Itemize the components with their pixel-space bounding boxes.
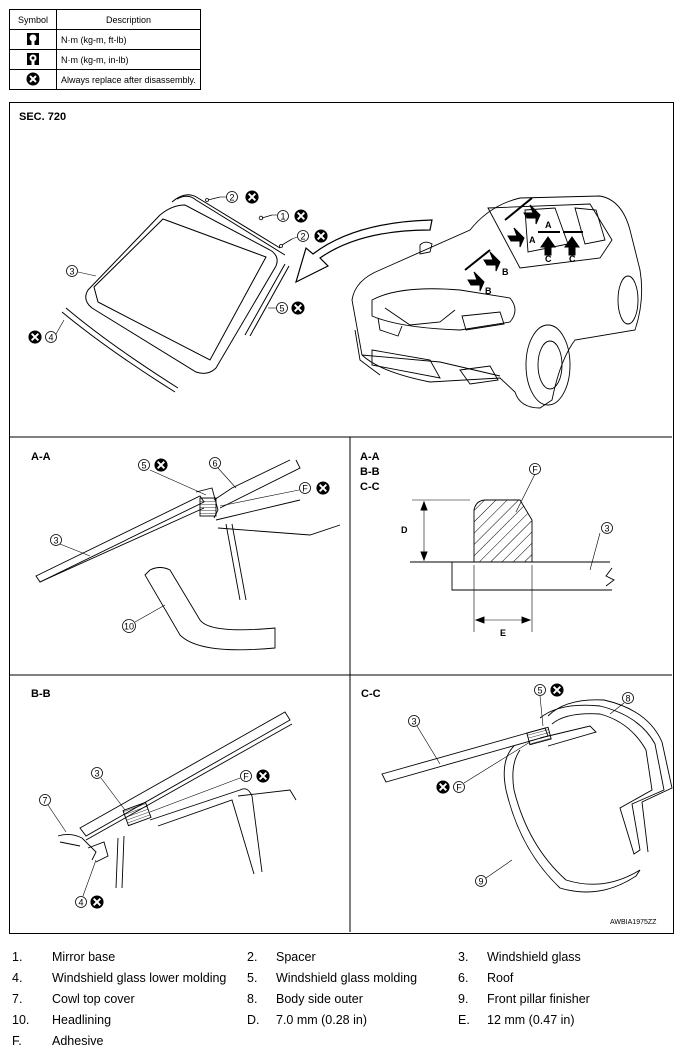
legend-symbol-1 bbox=[9, 29, 57, 50]
callout-2-top: 2 bbox=[220, 190, 259, 204]
key-number: 2. bbox=[247, 950, 258, 964]
key-text: Body side outer bbox=[276, 992, 363, 1006]
key-text: Roof bbox=[487, 971, 514, 985]
dim-callouts: D E F 3 bbox=[401, 463, 613, 638]
callout-2-mid: 2 bbox=[291, 229, 328, 243]
svg-text:1: 1 bbox=[280, 212, 285, 222]
svg-text:2: 2 bbox=[300, 232, 305, 242]
svg-text:3: 3 bbox=[94, 769, 99, 779]
diagram-frame bbox=[9, 102, 674, 934]
windshield-exploded-view bbox=[61, 194, 290, 393]
section-number: SEC. 720 bbox=[19, 111, 67, 123]
key-row: 4. Windshield glass lower molding 5. Win… bbox=[12, 971, 672, 992]
key-text: Spacer bbox=[276, 950, 316, 964]
key-text: Windshield glass lower molding bbox=[52, 971, 227, 985]
key-number: 4. bbox=[12, 971, 23, 985]
aa-callouts: 5 6 F 3 10 bbox=[50, 457, 330, 633]
svg-text:2: 2 bbox=[229, 193, 234, 203]
key-number: 5. bbox=[247, 971, 258, 985]
torque-ft-lb-icon bbox=[27, 32, 39, 45]
key-row: F. Adhesive bbox=[12, 1034, 672, 1055]
torque-in-lb-icon bbox=[27, 52, 39, 65]
assembly-arrow bbox=[295, 219, 433, 284]
parts-key: 1. Mirror base 2. Spacer 3. Windshield g… bbox=[12, 950, 672, 1055]
section-bb-drawing bbox=[57, 711, 297, 889]
svg-text:9: 9 bbox=[478, 877, 483, 887]
svg-text:B: B bbox=[502, 267, 509, 277]
svg-text:D: D bbox=[401, 525, 408, 535]
key-row: 7. Cowl top cover 8. Body side outer 9. … bbox=[12, 992, 672, 1013]
key-number: 9. bbox=[458, 992, 469, 1006]
vehicle-illustration bbox=[351, 195, 643, 409]
key-text: 7.0 mm (0.28 in) bbox=[276, 1013, 368, 1027]
svg-text:3: 3 bbox=[53, 536, 58, 546]
key-text: Headlining bbox=[52, 1013, 112, 1027]
section-bb-label: B-B bbox=[31, 688, 51, 700]
key-number: 10. bbox=[12, 1013, 30, 1027]
dim-title-aa: A-A bbox=[360, 451, 380, 463]
svg-text:3: 3 bbox=[411, 717, 416, 727]
section-aa-drawing bbox=[35, 459, 341, 651]
callout-1: 1 bbox=[272, 209, 308, 223]
svg-text:B: B bbox=[485, 286, 492, 296]
svg-text:F: F bbox=[302, 484, 308, 494]
key-text: 12 mm (0.47 in) bbox=[487, 1013, 575, 1027]
spacer-parts bbox=[205, 196, 293, 248]
key-text: Cowl top cover bbox=[52, 992, 135, 1006]
svg-text:C: C bbox=[545, 254, 552, 264]
key-number: 3. bbox=[458, 950, 469, 964]
svg-text:3: 3 bbox=[69, 267, 74, 277]
bb-callouts: 3 F 7 4 bbox=[39, 767, 270, 909]
arrow-letters: A A B B C C bbox=[485, 220, 576, 296]
key-text: Windshield glass bbox=[487, 950, 581, 964]
key-number: 7. bbox=[12, 992, 23, 1006]
dim-title-bb: B-B bbox=[360, 466, 380, 478]
section-marks bbox=[464, 197, 583, 292]
legend-text-3: Always replace after disassembly. bbox=[56, 69, 201, 90]
key-number: D. bbox=[247, 1013, 260, 1027]
key-row: 10. Headlining D. 7.0 mm (0.28 in) E. 12… bbox=[12, 1013, 672, 1034]
adhesive-dimension-drawing bbox=[410, 473, 615, 632]
svg-text:4: 4 bbox=[48, 333, 53, 343]
symbol-legend: Symbol Description N·m (kg-m, ft-lb) N·m… bbox=[9, 9, 201, 90]
svg-text:E: E bbox=[500, 628, 506, 638]
dim-title-cc: C-C bbox=[360, 481, 380, 493]
svg-text:3: 3 bbox=[604, 524, 609, 534]
svg-text:F: F bbox=[456, 783, 462, 793]
key-row: 1. Mirror base 2. Spacer 3. Windshield g… bbox=[12, 950, 672, 971]
key-number: 6. bbox=[458, 971, 469, 985]
callout-5-top: 5 bbox=[268, 301, 305, 315]
key-number: 1. bbox=[12, 950, 23, 964]
section-cc-drawing bbox=[381, 699, 673, 893]
section-aa-label: A-A bbox=[31, 451, 51, 463]
key-text: Front pillar finisher bbox=[487, 992, 590, 1006]
callout-3-top: 3 bbox=[66, 265, 97, 277]
key-number: E. bbox=[458, 1013, 470, 1027]
callout-4-top: 4 bbox=[28, 319, 65, 344]
svg-text:10: 10 bbox=[124, 622, 134, 632]
key-text: Mirror base bbox=[52, 950, 116, 964]
cc-callouts: 3 5 8 F 9 bbox=[408, 683, 634, 887]
svg-text:7: 7 bbox=[42, 796, 47, 806]
svg-text:C: C bbox=[569, 254, 576, 264]
section-cc-label: C-C bbox=[361, 688, 381, 700]
key-number: F. bbox=[12, 1034, 22, 1048]
svg-text:5: 5 bbox=[537, 686, 542, 696]
svg-text:6: 6 bbox=[212, 459, 217, 469]
key-text: Adhesive bbox=[52, 1034, 104, 1048]
replace-x-icon bbox=[26, 72, 40, 85]
svg-text:8: 8 bbox=[625, 694, 630, 704]
key-text: Windshield glass molding bbox=[276, 971, 418, 985]
key-number: 8. bbox=[247, 992, 258, 1006]
svg-text:A: A bbox=[529, 235, 536, 245]
svg-text:A: A bbox=[545, 220, 552, 230]
svg-text:F: F bbox=[243, 772, 249, 782]
svg-text:F: F bbox=[532, 465, 538, 475]
figure-code: AWBIA1975ZZ bbox=[610, 919, 657, 926]
svg-text:5: 5 bbox=[141, 461, 146, 471]
svg-text:4: 4 bbox=[78, 898, 83, 908]
svg-text:5: 5 bbox=[279, 304, 284, 314]
